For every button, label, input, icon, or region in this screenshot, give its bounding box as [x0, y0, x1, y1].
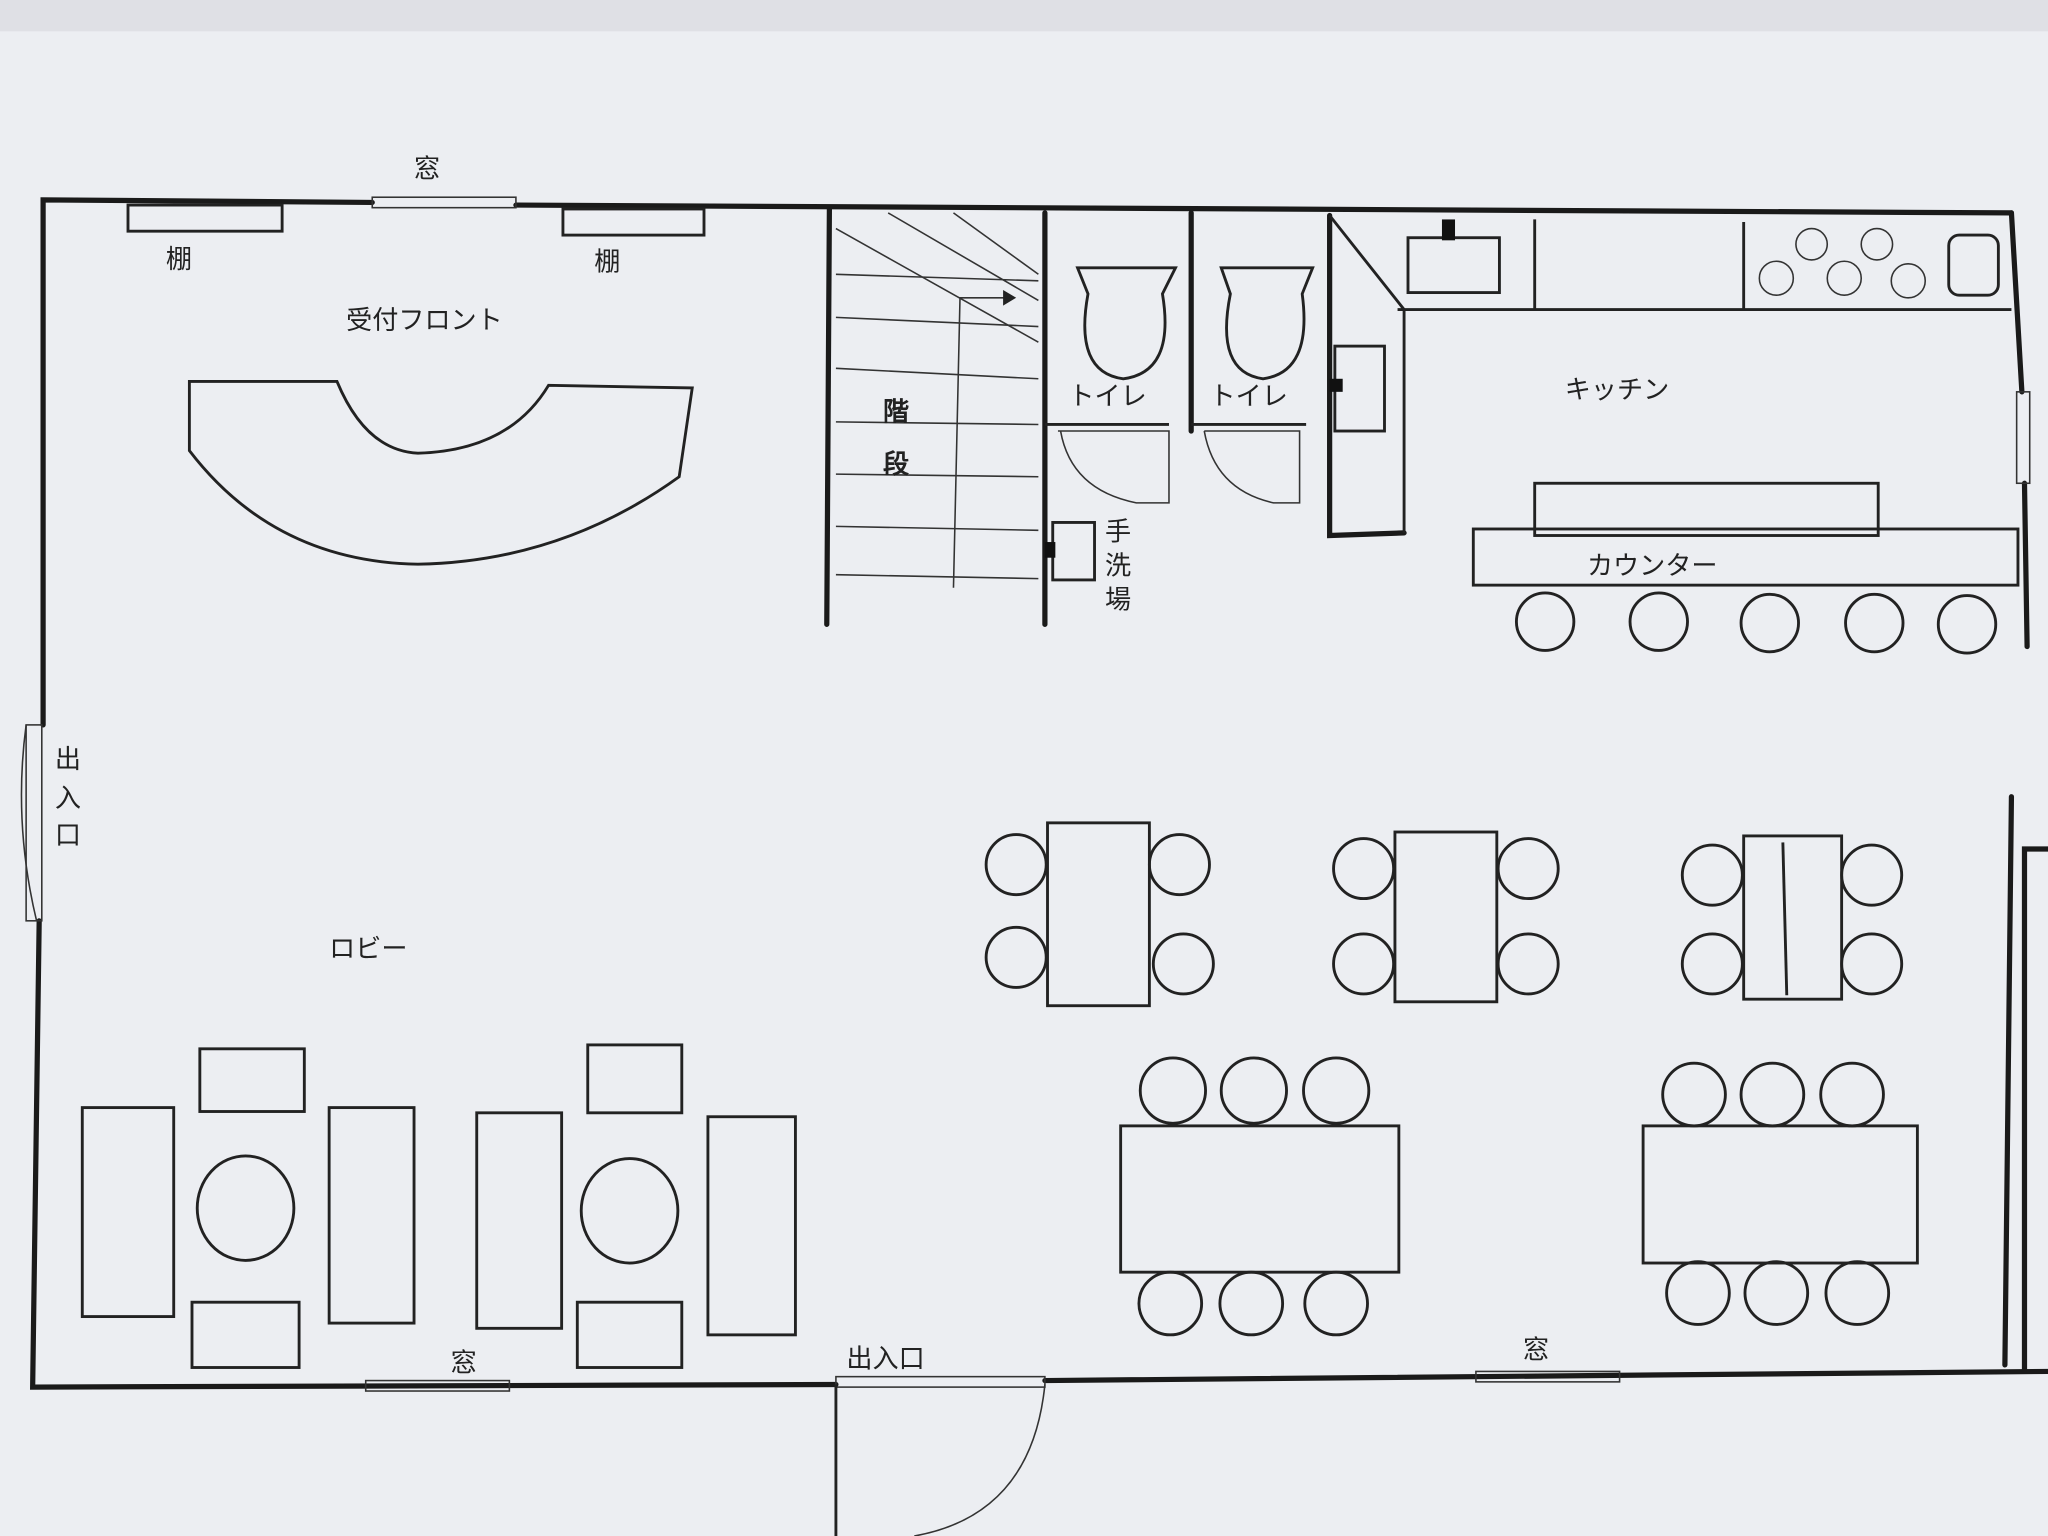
four-seat-tables [984, 821, 1904, 1008]
label-kitchen: キッチン [1565, 375, 1669, 405]
six-seat-tables [1119, 1056, 1919, 1337]
label-stairs-2: 段 [883, 449, 910, 480]
stove-burners [1758, 227, 1927, 299]
label-entrance-bottom: 出入口 [846, 1345, 924, 1375]
reception-desk [187, 379, 694, 566]
window-top [371, 196, 517, 209]
window-bottom-left [364, 1379, 511, 1392]
window-right [2015, 391, 2031, 485]
paper [0, 31, 2048, 1536]
shelf-1 [126, 203, 284, 233]
label-washroom-1: 手 [1105, 518, 1131, 548]
label-window-top: 窓 [414, 155, 440, 185]
label-entrance-left-3: 口 [55, 821, 81, 851]
toilet-area [1044, 210, 1407, 582]
outer-walls [30, 197, 2048, 1390]
label-washroom-3: 場 [1105, 586, 1131, 616]
lobby-seating [80, 1043, 797, 1369]
label-shelf-1: 棚 [166, 245, 192, 275]
label-shelf-2: 棚 [594, 247, 620, 277]
label-reception: 受付フロント [346, 306, 503, 336]
label-window-bottom-left: 窓 [451, 1348, 477, 1378]
label-window-bottom-right: 窓 [1523, 1335, 1549, 1365]
label-toilet-1: トイレ [1068, 382, 1146, 412]
label-washroom-2: 洗 [1105, 552, 1131, 582]
label-lobby: ロビー [329, 934, 407, 964]
shelf-2 [561, 207, 706, 237]
label-toilet-2: トイレ [1209, 382, 1287, 412]
window-bottom-right [1475, 1370, 1621, 1383]
counter-stools [1514, 591, 1998, 655]
kitchen [1397, 219, 2020, 655]
bottom-entrance-door [834, 1375, 1046, 1536]
label-entrance-left-2: 入 [55, 784, 81, 814]
label-counter: カウンター [1587, 552, 1718, 582]
stairs [824, 206, 1048, 627]
counter [1471, 527, 2020, 587]
label-entrance-left-1: 出 [55, 745, 81, 775]
left-entrance-door [20, 724, 43, 922]
label-stairs-1: 階 [883, 398, 909, 428]
